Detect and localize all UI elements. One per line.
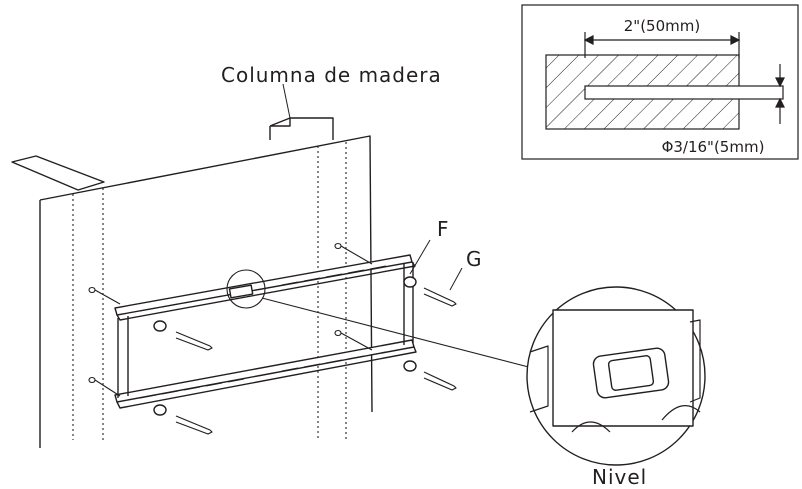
column-label-leader (282, 83, 291, 119)
pilot-holes (88, 242, 373, 397)
wall-panel (39, 135, 373, 413)
depth-dimension (583, 32, 741, 58)
side-beam (11, 155, 105, 191)
washers-f (153, 239, 431, 416)
lag-bolts-g (175, 267, 463, 435)
drill-hole-detail-inset: 2"(50mm) Φ3/16"(5mm) (521, 4, 799, 160)
part-g-label: G (466, 247, 483, 271)
part-f-label: F (437, 217, 450, 241)
diameter-dimension (775, 64, 785, 124)
bracket-bubble-level (228, 284, 254, 299)
wood-column (269, 117, 334, 140)
inset-frame (521, 4, 799, 160)
hole-depth-label: 2"(50mm) (624, 17, 700, 35)
level-zoom-detail (526, 286, 706, 466)
level-highlight-circle (226, 269, 266, 309)
drilled-hole (584, 85, 784, 100)
level-callout-line (261, 297, 549, 373)
wood-column-label: Columna de madera (221, 63, 442, 87)
stud-dotted-lines (72, 142, 347, 440)
level-label: Nivel (592, 465, 647, 489)
hole-diameter-label: Φ3/16"(5mm) (662, 138, 765, 156)
mounting-bracket (114, 254, 549, 409)
